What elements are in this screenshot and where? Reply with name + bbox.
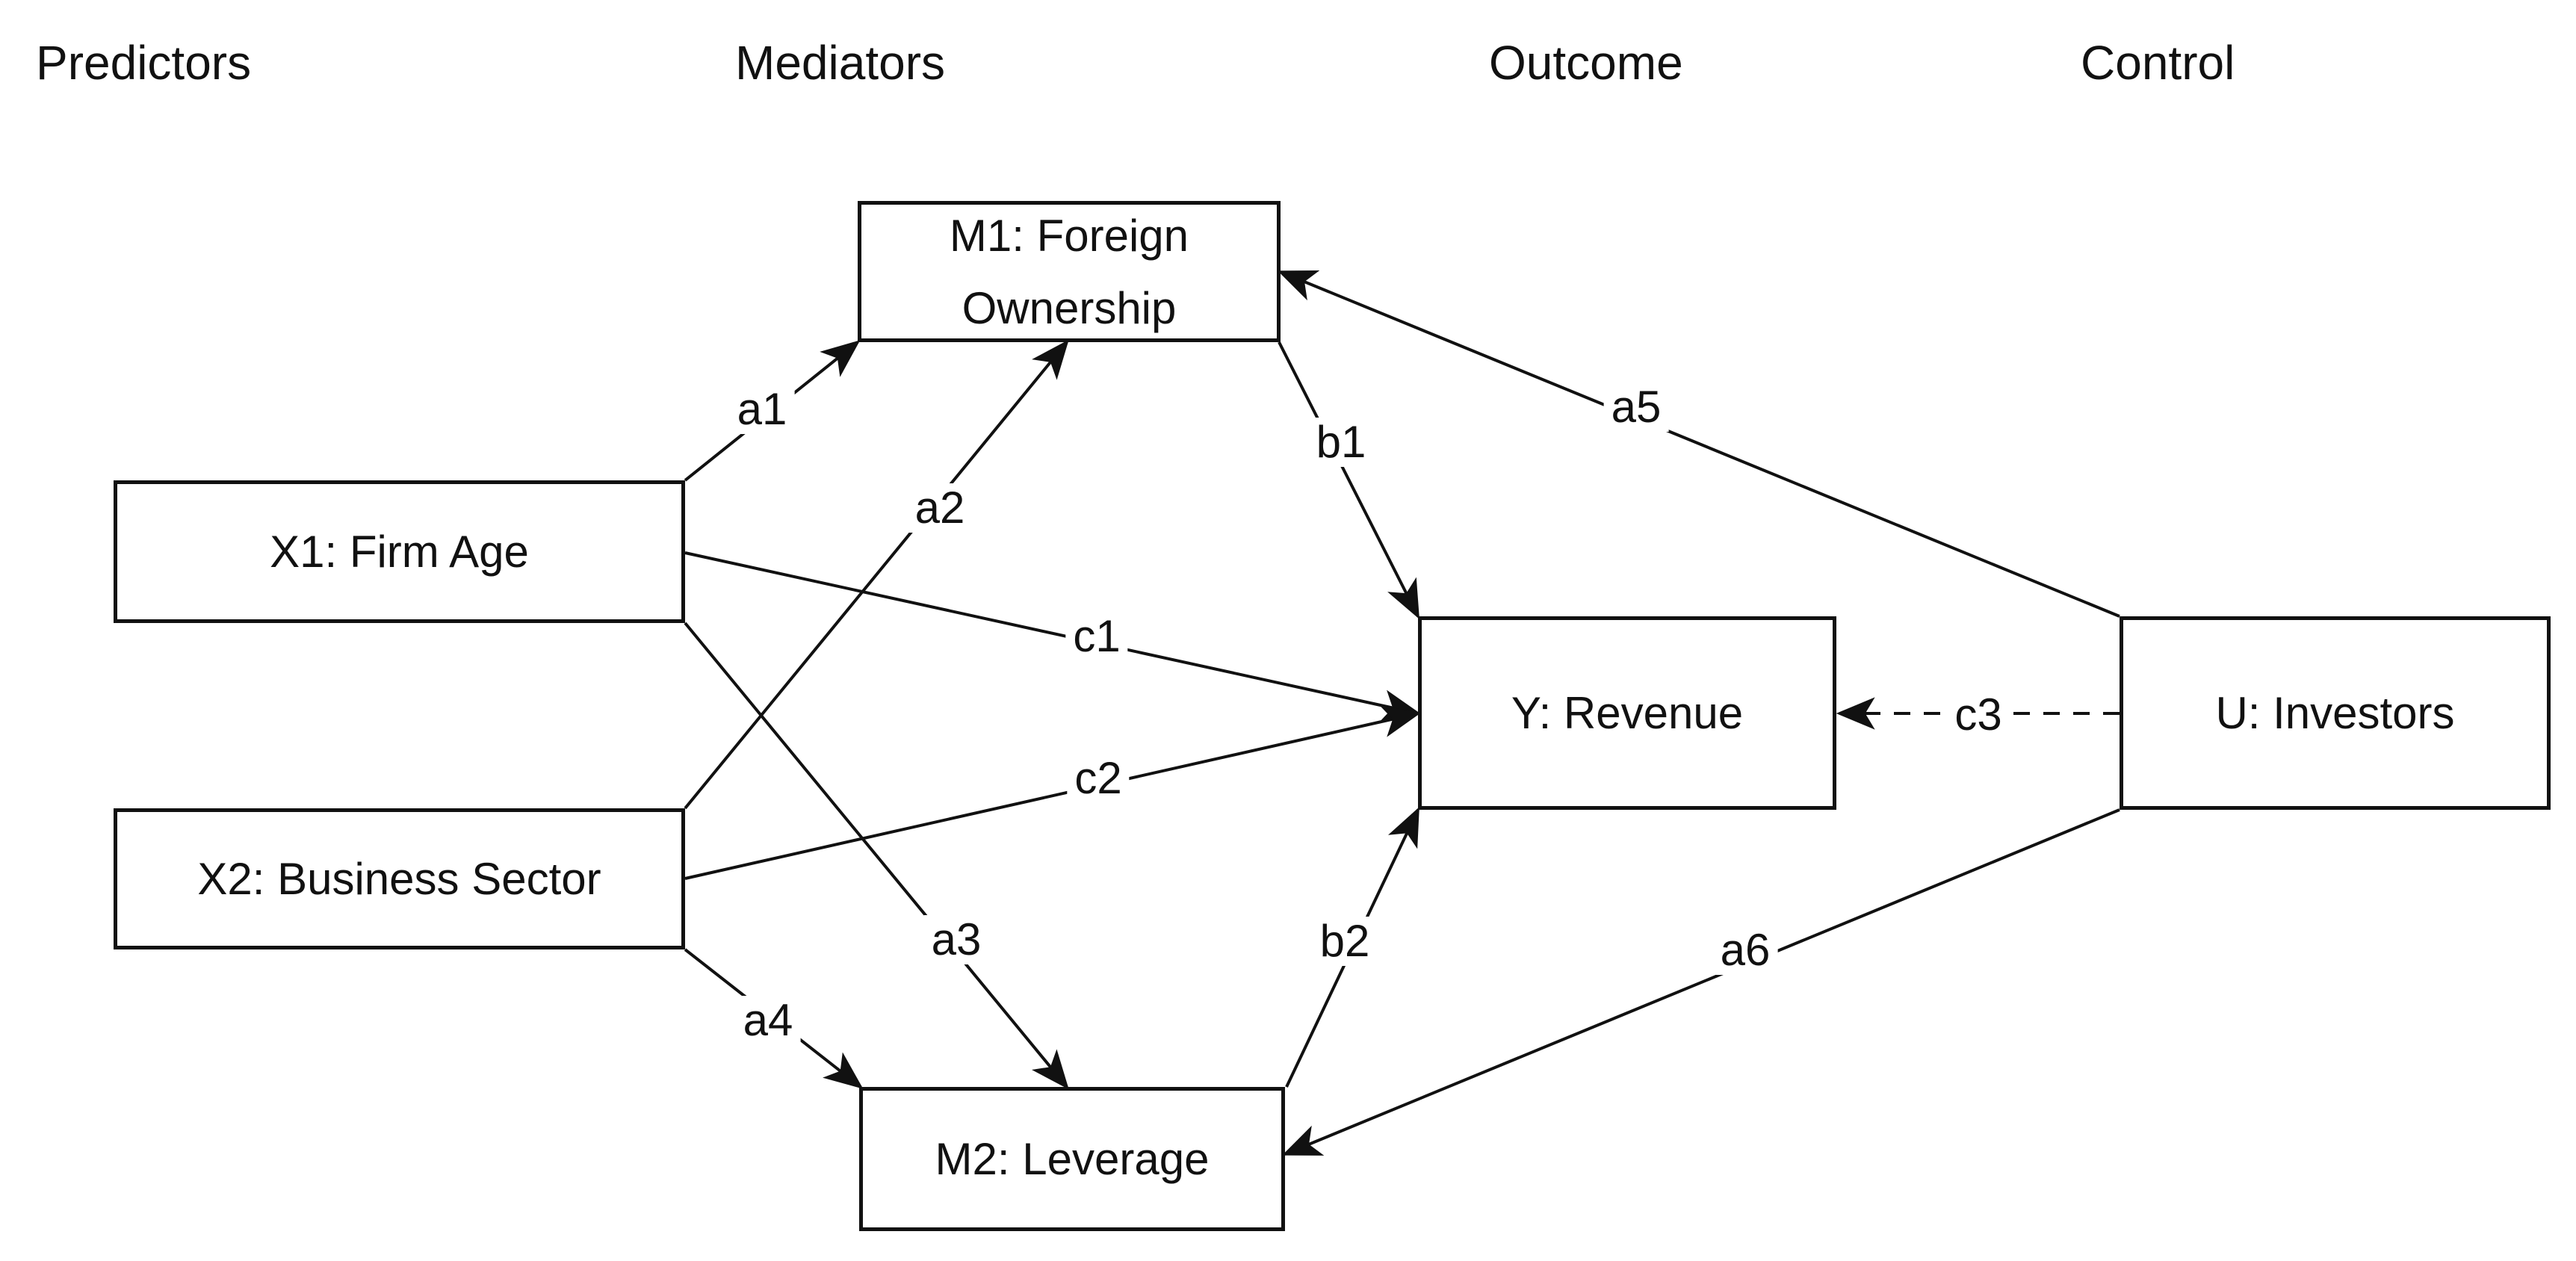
edge-label-b2: b2 [1312, 917, 1378, 966]
edge-b1 [1278, 341, 1419, 619]
edge-label-a3: a3 [923, 915, 989, 964]
edge-a3 [684, 622, 1069, 1090]
edge-c1 [684, 551, 1422, 722]
edge-label-c2: c2 [1067, 754, 1130, 803]
node-m2-leverage: M2: Leverage [859, 1087, 1285, 1231]
node-label: U: Investors [2215, 688, 2455, 738]
edge-label-a6: a6 [1712, 926, 1778, 975]
node-label: M2: Leverage [935, 1134, 1210, 1184]
edge-a6 [1281, 808, 2120, 1156]
node-x1-firm-age: X1: Firm Age [114, 480, 685, 623]
edge-label-a5: a5 [1603, 382, 1669, 432]
column-header-predictors: Predictors [36, 36, 252, 90]
column-header-outcome: Outcome [1489, 36, 1683, 90]
edge-c2 [684, 705, 1422, 880]
edge-a5 [1277, 270, 2120, 618]
node-label: M1: Foreign Ownership [949, 210, 1189, 333]
node-label: X1: Firm Age [270, 527, 529, 577]
column-header-control: Control [2081, 36, 2235, 90]
node-y-revenue: Y: Revenue [1418, 616, 1836, 810]
node-m1-foreign-ownership: M1: Foreign Ownership [858, 201, 1281, 342]
node-x2-business-sector: X2: Business Sector [114, 808, 685, 949]
column-header-mediators: Mediators [735, 36, 945, 90]
edge-label-b1: b1 [1308, 418, 1374, 467]
node-label: X2: Business Sector [197, 854, 601, 904]
node-label: Y: Revenue [1511, 688, 1744, 738]
edge-a2 [684, 339, 1069, 810]
edge-label-c3: c3 [1947, 690, 2010, 740]
edge-label-a1: a1 [729, 385, 795, 434]
edge-label-a4: a4 [735, 996, 801, 1045]
edge-label-a2: a2 [907, 483, 973, 533]
node-u-investors: U: Investors [2120, 616, 2551, 810]
edge-label-c1: c1 [1065, 612, 1128, 661]
